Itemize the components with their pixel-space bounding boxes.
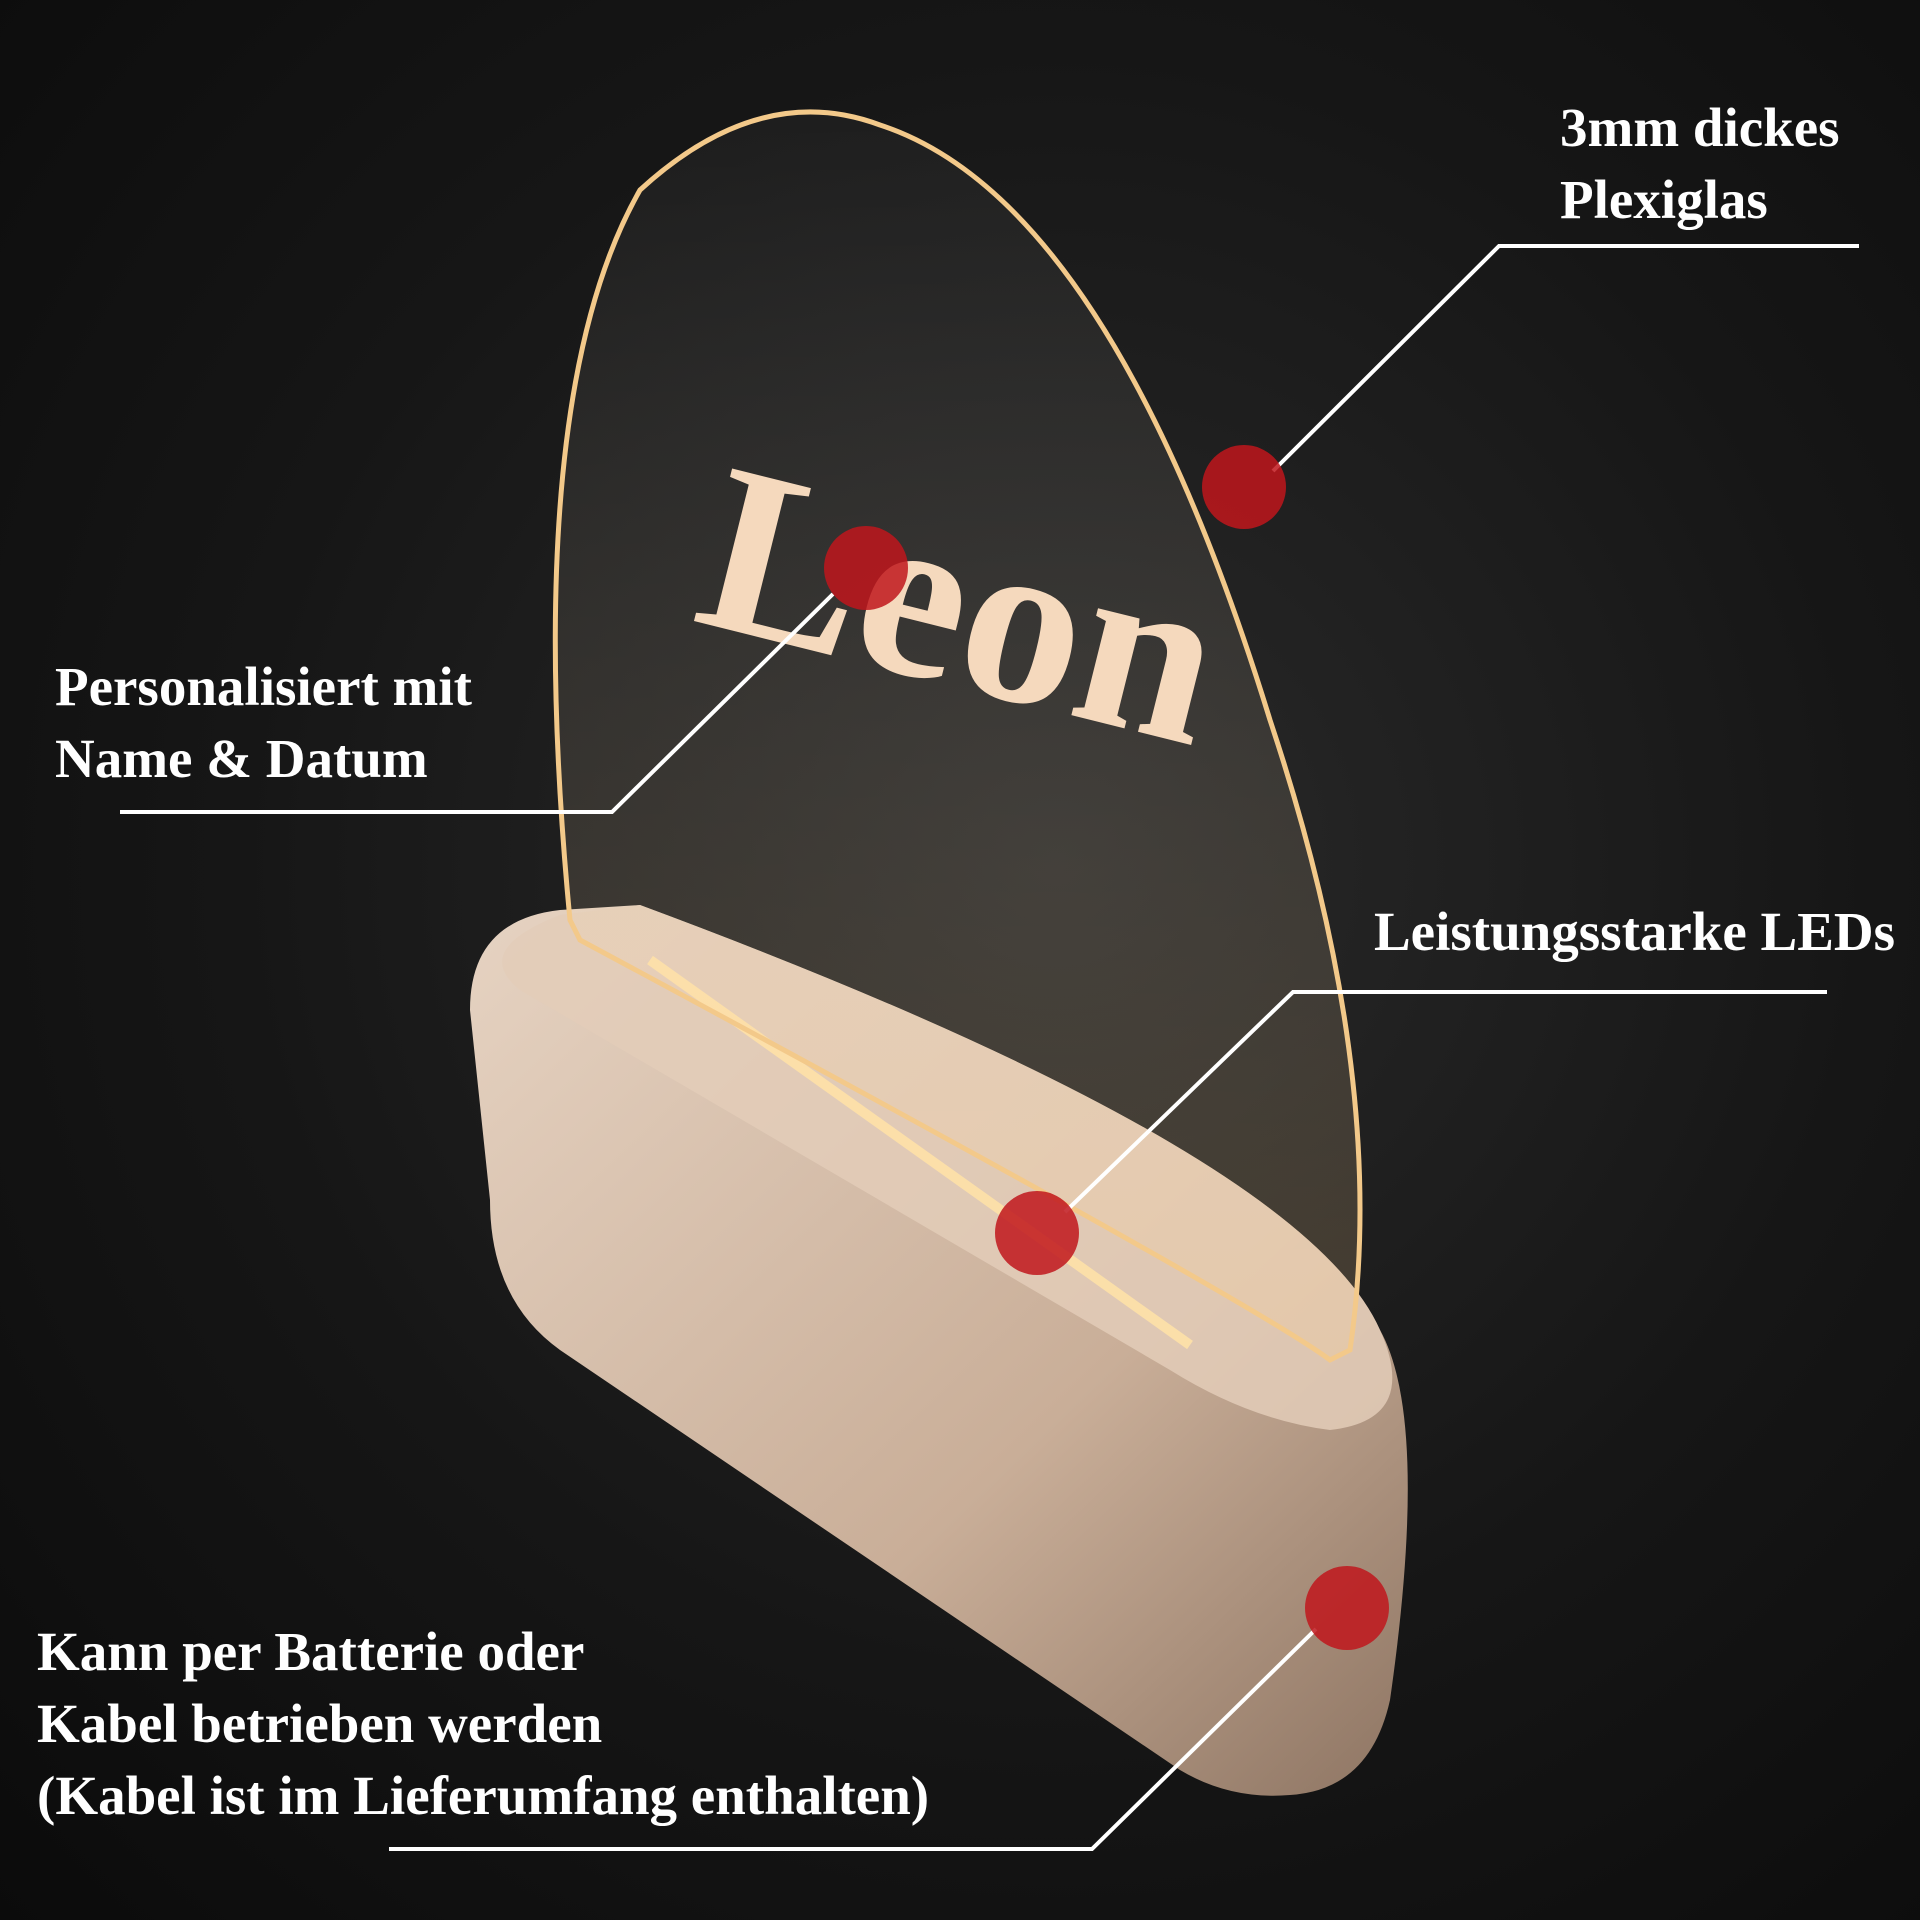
callout-personalized: Personalisiert mit Name & Datum xyxy=(55,651,472,795)
callout-personalized-line1: Personalisiert mit xyxy=(55,656,472,717)
marker-dot-thickness xyxy=(1202,445,1286,529)
marker-dot-personalized xyxy=(824,526,908,610)
callout-leds: Leistungsstarke LEDs xyxy=(1374,896,1895,968)
callout-thickness-line1: 3mm dickes xyxy=(1560,97,1840,158)
callout-personalized-line2: Name & Datum xyxy=(55,728,428,789)
marker-dot-leds xyxy=(995,1191,1079,1275)
callout-power: Kann per Batterie oder Kabel betrieben w… xyxy=(37,1616,929,1832)
marker-dot-power xyxy=(1305,1566,1389,1650)
callout-lines xyxy=(120,244,1859,1851)
callout-leds-line1: Leistungsstarke LEDs xyxy=(1374,901,1896,962)
acrylic-panel: Leon xyxy=(552,109,1363,1363)
callout-power-line2: Kabel betrieben werden xyxy=(37,1693,603,1754)
callout-thickness: 3mm dickes Plexiglas xyxy=(1560,92,1840,236)
callout-thickness-line2: Plexiglas xyxy=(1560,169,1768,230)
callout-power-line3: (Kabel ist im Lieferumfang enthalten) xyxy=(37,1765,930,1826)
callout-power-line1: Kann per Batterie oder xyxy=(37,1621,585,1682)
